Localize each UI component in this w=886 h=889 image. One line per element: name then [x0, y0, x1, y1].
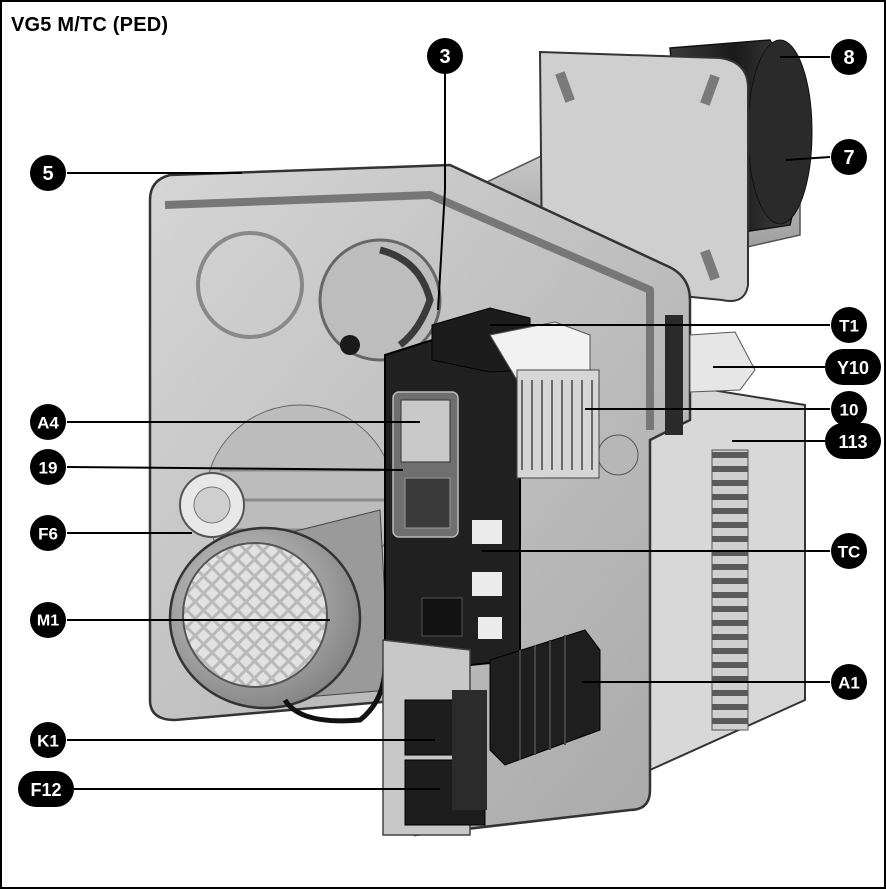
pressure-switch	[179, 472, 245, 538]
leader-lines	[66, 56, 831, 790]
callout-label: 19	[39, 459, 58, 478]
callout-label: M1	[37, 613, 59, 630]
callout-113: 113	[825, 423, 881, 459]
callout-label: F6	[38, 525, 58, 544]
relay-module	[489, 629, 601, 766]
callout-19: 19	[30, 449, 66, 485]
callout-label: 10	[840, 401, 859, 420]
callout-F12: F12	[18, 771, 74, 807]
callout-M1: M1	[30, 602, 66, 638]
callout-Y10: Y10	[825, 349, 881, 385]
callout-TC: TC	[831, 533, 867, 569]
figure-title: VG5 M/TC (PED)	[11, 14, 169, 36]
callout-F6: F6	[30, 515, 66, 551]
control-panel	[384, 326, 521, 667]
din-plate	[382, 639, 487, 836]
callout-label: A1	[838, 674, 860, 693]
callout-label: 113	[838, 432, 867, 452]
callout-5: 5	[30, 155, 66, 191]
terminal-block	[516, 369, 600, 479]
gas-valve-actuator	[665, 315, 756, 435]
callout-label: T1	[839, 317, 859, 336]
callout-label: TC	[838, 543, 861, 562]
callout-label: 5	[42, 163, 53, 185]
callout-label: K1	[37, 732, 59, 751]
callout-label: A4	[37, 414, 59, 433]
callout-A1: A1	[831, 664, 867, 700]
callout-label: F12	[30, 780, 61, 800]
air-intake-casing	[649, 378, 806, 772]
callout-label: 3	[439, 46, 450, 68]
callout-label: 7	[843, 147, 854, 169]
callout-7: 7	[831, 139, 867, 175]
callout-K1: K1	[30, 722, 66, 758]
callout-3: 3	[427, 38, 463, 74]
callout-T1: T1	[831, 307, 867, 343]
callout-10: 10	[831, 391, 867, 427]
callout-A4: A4	[30, 404, 66, 440]
callout-8: 8	[831, 39, 867, 75]
callout-label: 8	[843, 47, 854, 69]
callout-label: Y10	[837, 358, 869, 378]
